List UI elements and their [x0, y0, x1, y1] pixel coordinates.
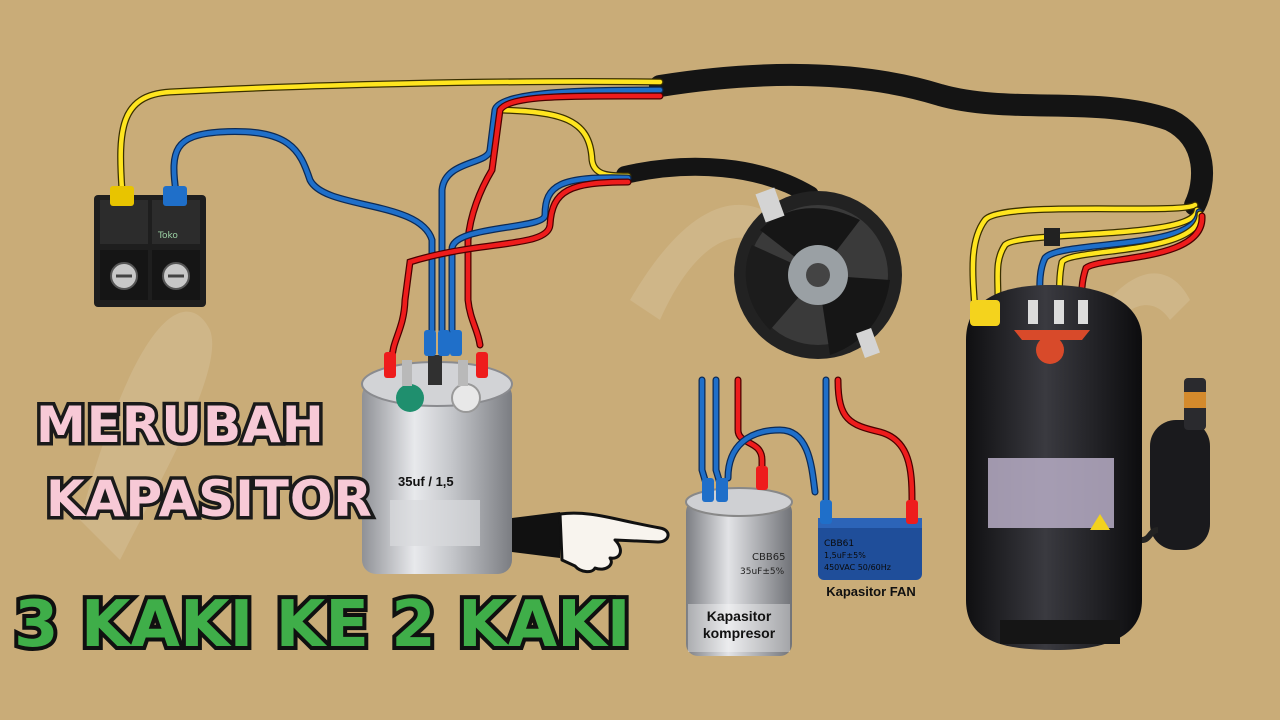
- capacitor-fan-model: CBB61: [824, 539, 854, 549]
- headline-line-3: 3 KAKI KE 2 KAKI: [10, 584, 635, 666]
- wire-compressor-yellow-1: [969, 201, 1199, 314]
- wire-red-fan: [388, 178, 632, 364]
- compressor-icon: [966, 228, 1210, 650]
- headline-line-2: KAPASITOR: [43, 467, 376, 532]
- capacitor-compressor-caption: Kapasitor kompresor: [702, 608, 776, 641]
- wires-fan-capacitor: [822, 376, 916, 504]
- wire-compressor-blue: [1036, 208, 1203, 314]
- wire-blue-main: [438, 86, 664, 334]
- capacitor-fan-rating: 1,5uF±5%: [824, 551, 866, 560]
- terminal-block-icon: Toko: [94, 186, 206, 307]
- capacitor-fan-voltage: 450VAC 50/60Hz: [824, 563, 891, 572]
- wire-compressor-yellow-2: [994, 206, 1201, 304]
- capacitor-compressor-model: CBB65: [752, 552, 785, 563]
- headline-line-1: MERUBAH: [33, 393, 328, 458]
- wire-yellow-main: [117, 78, 664, 194]
- wire-blue-fan: [448, 174, 632, 334]
- capacitor-compressor-rating: 35uF±5%: [740, 567, 785, 577]
- wire-yellow-fan: [496, 106, 632, 180]
- terminal-brand: Toko: [157, 231, 178, 241]
- main-black-cable: [649, 63, 1213, 216]
- capacitor-large-icon: 35uf / 1,5: [361, 330, 513, 574]
- capacitor-fan-caption: Kapasitor FAN: [826, 584, 916, 599]
- fan-black-cable: [616, 157, 819, 204]
- capacitor-large-label: 35uf / 1,5: [398, 474, 454, 489]
- pointing-hand-icon: [512, 511, 670, 574]
- fan-motor-icon: [734, 187, 902, 359]
- capacitor-fan-icon: CBB61 1,5uF±5% 450VAC 50/60Hz Kapasitor …: [818, 500, 922, 599]
- capacitor-compressor-icon: CBB65 35uF±5% Kapasitor kompresor: [685, 466, 793, 656]
- wire-red-main: [464, 92, 664, 349]
- wire-blue-terminal: [170, 128, 436, 334]
